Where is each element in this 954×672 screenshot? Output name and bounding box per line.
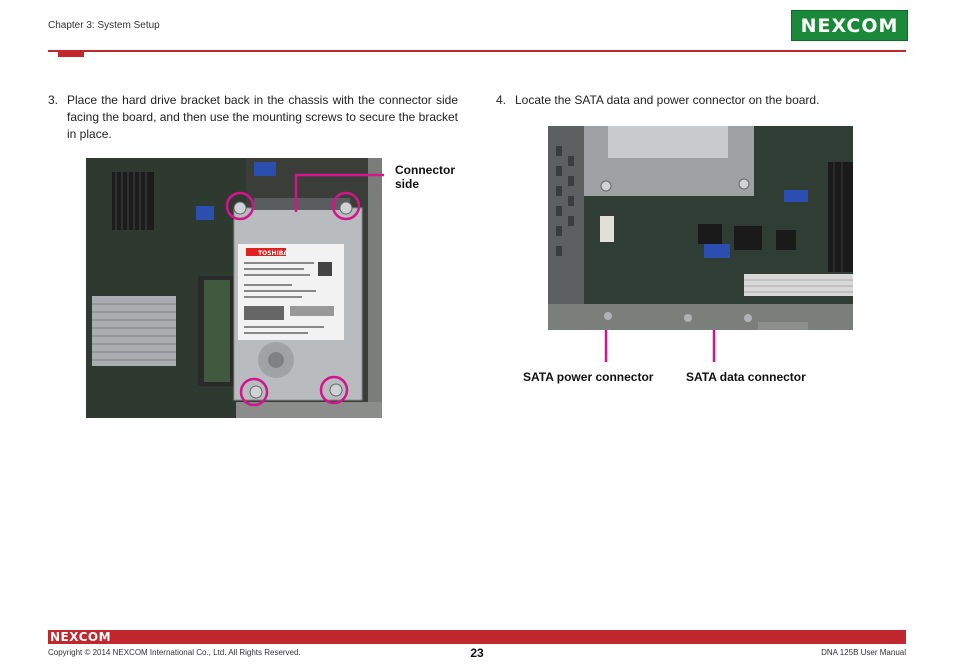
manual-title: DNA 125B User Manual (821, 648, 906, 657)
chapter-title: Chapter 3: System Setup (48, 20, 160, 31)
logo-text: NEXCOM (800, 14, 899, 37)
hdd-bracket-photo: TOSHIBA (86, 158, 382, 418)
callout-sata-power: SATA power connector (523, 370, 654, 384)
drive-brand-text: TOSHIBA (258, 250, 288, 257)
step-text: Place the hard drive bracket back in the… (67, 93, 458, 141)
callout-connector-side: Connector side (395, 163, 455, 191)
copyright-text: Copyright © 2014 NEXCOM International Co… (48, 648, 301, 657)
sata-board-illustration (548, 126, 853, 330)
hdd-bracket-illustration: TOSHIBA (86, 158, 382, 418)
step-number: 3. (48, 93, 59, 107)
footer-logo: NEXCOM (50, 630, 112, 644)
callout-sata-data: SATA data connector (686, 370, 806, 384)
step-text: Locate the SATA data and power connector… (515, 93, 820, 107)
header-rule (48, 50, 906, 52)
step-4: 4. Locate the SATA data and power connec… (496, 92, 896, 109)
footer-bar (48, 630, 906, 644)
footer-square-icon (890, 630, 898, 637)
step-3: 3. Place the hard drive bracket back in … (48, 92, 458, 143)
sata-connector-photo (548, 126, 853, 330)
footer-square-icon (900, 637, 906, 644)
step-number: 4. (496, 93, 507, 107)
nexcom-logo: NEXCOM (791, 10, 908, 41)
header-rule-tab (58, 50, 84, 57)
page-number: 23 (470, 646, 484, 660)
callout-line-2: side (395, 177, 420, 191)
callout-line-1: Connector (395, 163, 455, 177)
